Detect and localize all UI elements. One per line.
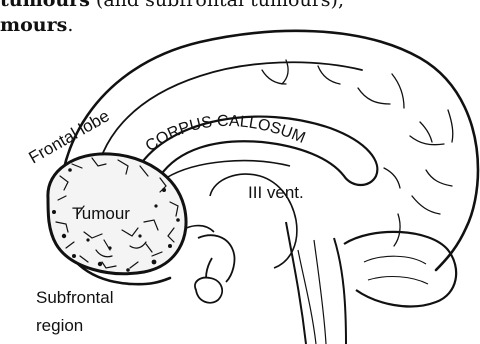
fornix [166, 161, 290, 178]
tumour-label: Tumour [72, 204, 130, 223]
cerebellum [344, 232, 456, 307]
brainstem-rear [334, 238, 346, 344]
brainstem-lines [298, 240, 326, 344]
third-ventricle-label: III vent. [248, 183, 304, 202]
subfrontal-label-line-2: region [36, 316, 83, 335]
subfrontal-label-line-1: Subfrontal [36, 288, 114, 307]
pituitary-gland [195, 278, 222, 303]
cerebellum-folia [364, 256, 428, 284]
optic-chiasm [198, 235, 234, 282]
